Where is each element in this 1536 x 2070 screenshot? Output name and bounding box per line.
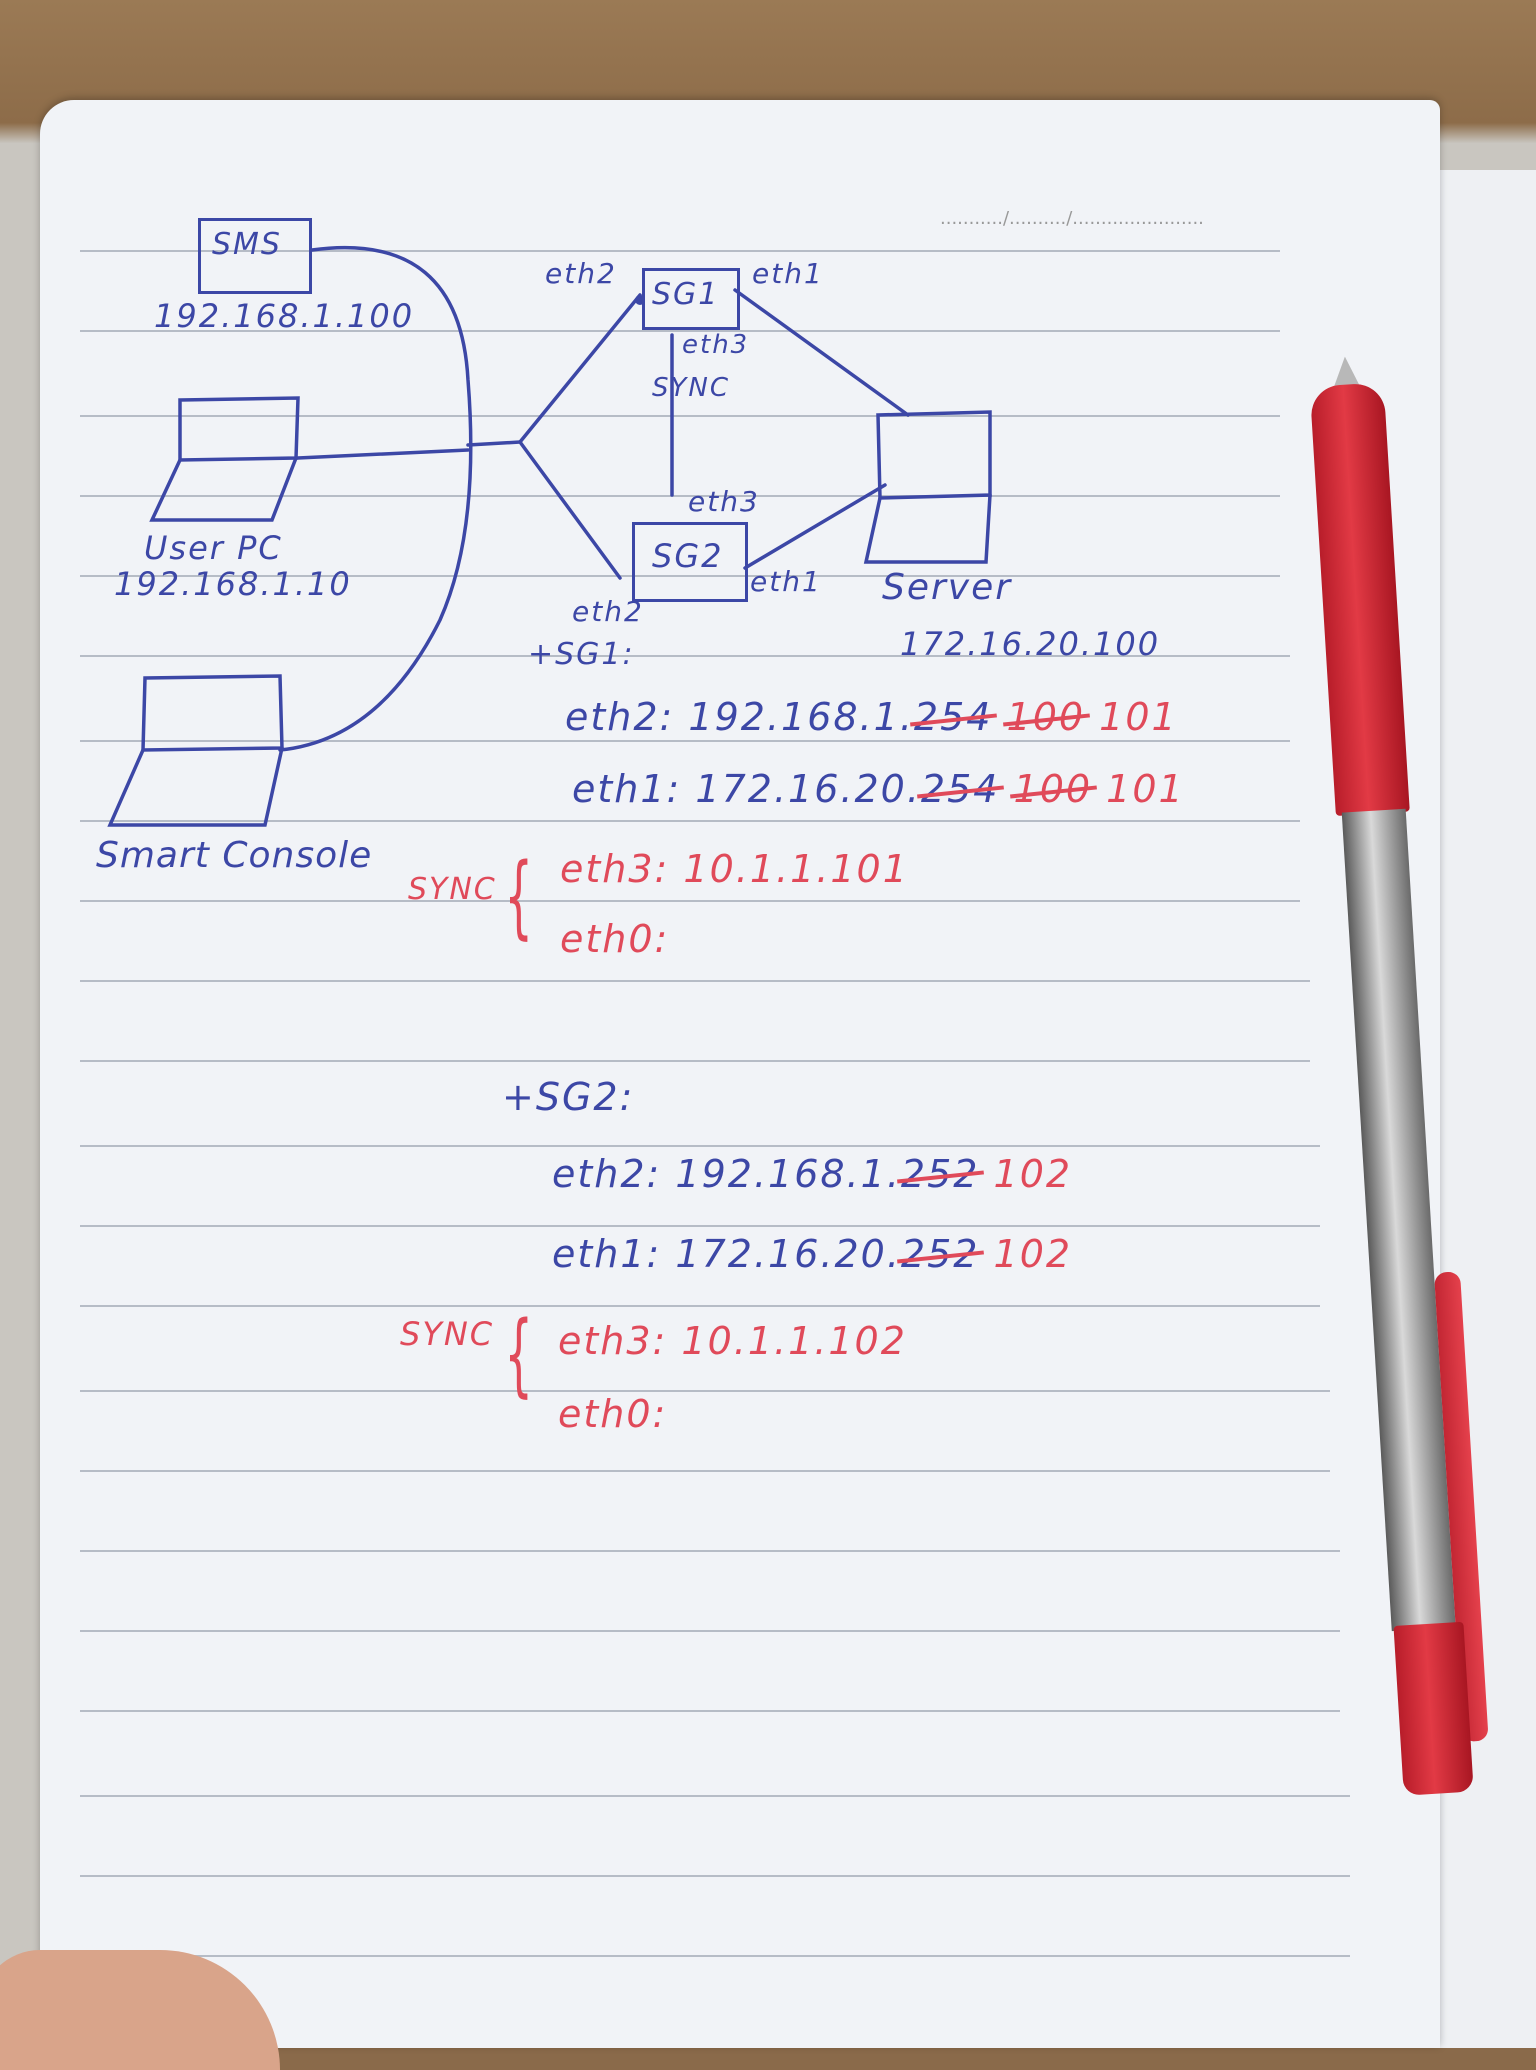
sms-box xyxy=(198,218,312,294)
user-pc-screen xyxy=(178,396,300,462)
lan-bus-line xyxy=(278,245,473,752)
sg1-eth2-label: eth2 xyxy=(545,257,617,290)
ruled-line xyxy=(80,1550,1340,1552)
console-base xyxy=(107,746,284,827)
sms-label: SMS xyxy=(212,227,282,262)
sg1-eth1-label: eth1 xyxy=(752,257,824,290)
pen-cap xyxy=(1393,1621,1474,1796)
date-marks: .........../........../.................… xyxy=(940,208,1204,229)
sg1-sync-label: SYNC xyxy=(408,872,497,907)
sg2-eth2-label: eth2 xyxy=(572,595,644,628)
sg1-eth1-config: eth1: 172.16.20.254 100 101 xyxy=(572,767,1185,811)
ruled-line xyxy=(80,740,1290,742)
ruled-line xyxy=(80,1060,1310,1062)
ruled-line xyxy=(80,330,1280,332)
ruled-line xyxy=(80,1145,1320,1147)
ruled-line xyxy=(80,250,1280,252)
switch-link xyxy=(466,440,522,447)
pen-tip xyxy=(1332,356,1360,388)
sg2-eth2-link xyxy=(518,440,622,580)
sg1-eth3-label: eth3 xyxy=(682,330,750,360)
sg2-eth0-config: eth0: xyxy=(558,1392,668,1436)
console-screen xyxy=(141,674,284,752)
sg1-eth0-config: eth0: xyxy=(560,917,670,961)
server-screen xyxy=(876,410,992,500)
sg1-config-title: +SG1: xyxy=(528,637,635,672)
ruled-line xyxy=(80,980,1310,982)
ruled-line xyxy=(80,1875,1350,1877)
user-pc-base xyxy=(149,456,298,522)
ruled-line xyxy=(80,1225,1320,1227)
ruled-line xyxy=(80,820,1300,822)
sg1-sync-brace: { xyxy=(504,844,533,949)
ruled-line xyxy=(80,1955,1350,1957)
sg2-eth3-config: eth3: 10.1.1.102 xyxy=(558,1319,907,1363)
ruled-line xyxy=(80,655,1290,657)
ruled-line xyxy=(80,1710,1340,1712)
ruled-line xyxy=(80,1470,1330,1472)
sg2-sync-brace: { xyxy=(504,1302,533,1407)
ruled-line xyxy=(80,1795,1350,1797)
ruled-line xyxy=(80,575,1280,577)
ruled-line xyxy=(80,900,1300,902)
sync-link-label: SYNC xyxy=(652,373,730,403)
server-ip: 172.16.20.100 xyxy=(900,625,1161,663)
sg2-eth3-label: eth3 xyxy=(688,485,760,518)
server-base xyxy=(863,493,992,564)
sg1-eth2-config: eth2: 192.168.1.254 100 101 xyxy=(565,695,1178,739)
sg2-label: SG2 xyxy=(652,537,724,575)
sg1-box xyxy=(642,268,740,330)
ruled-line xyxy=(80,495,1280,497)
ruled-line xyxy=(80,1630,1340,1632)
ruled-line xyxy=(80,1390,1330,1392)
sg2-sync-label: SYNC xyxy=(400,1315,495,1353)
sg1-label: SG1 xyxy=(652,277,720,312)
smart-console-label: Smart Console xyxy=(96,835,373,876)
user-pc-ip: 192.168.1.10 xyxy=(114,565,352,603)
server-label: Server xyxy=(882,567,1013,608)
sg1-eth1-link xyxy=(733,288,910,417)
notebook-page: .........../........../.................… xyxy=(40,100,1440,2048)
sg2-eth2-config: eth2: 192.168.1.252 102 xyxy=(552,1152,1073,1196)
sg2-box xyxy=(632,522,748,602)
sg2-eth1-label: eth1 xyxy=(750,565,822,598)
sms-ip: 192.168.1.100 xyxy=(154,297,415,335)
pen-barrel xyxy=(1309,382,1410,817)
user-pc-link xyxy=(296,448,470,460)
sg1-eth2-link xyxy=(518,293,642,444)
sg2-config-title: +SG2: xyxy=(502,1075,635,1119)
network-diagram-lines xyxy=(107,245,992,827)
user-pc-label: User PC xyxy=(144,529,283,567)
sg2-eth1-link xyxy=(743,483,887,570)
sg2-eth1-config: eth1: 172.16.20.252 102 xyxy=(552,1232,1073,1276)
ruled-line xyxy=(80,415,1280,417)
ruled-line xyxy=(80,1305,1320,1307)
sg1-eth3-config: eth3: 10.1.1.101 xyxy=(560,847,909,891)
